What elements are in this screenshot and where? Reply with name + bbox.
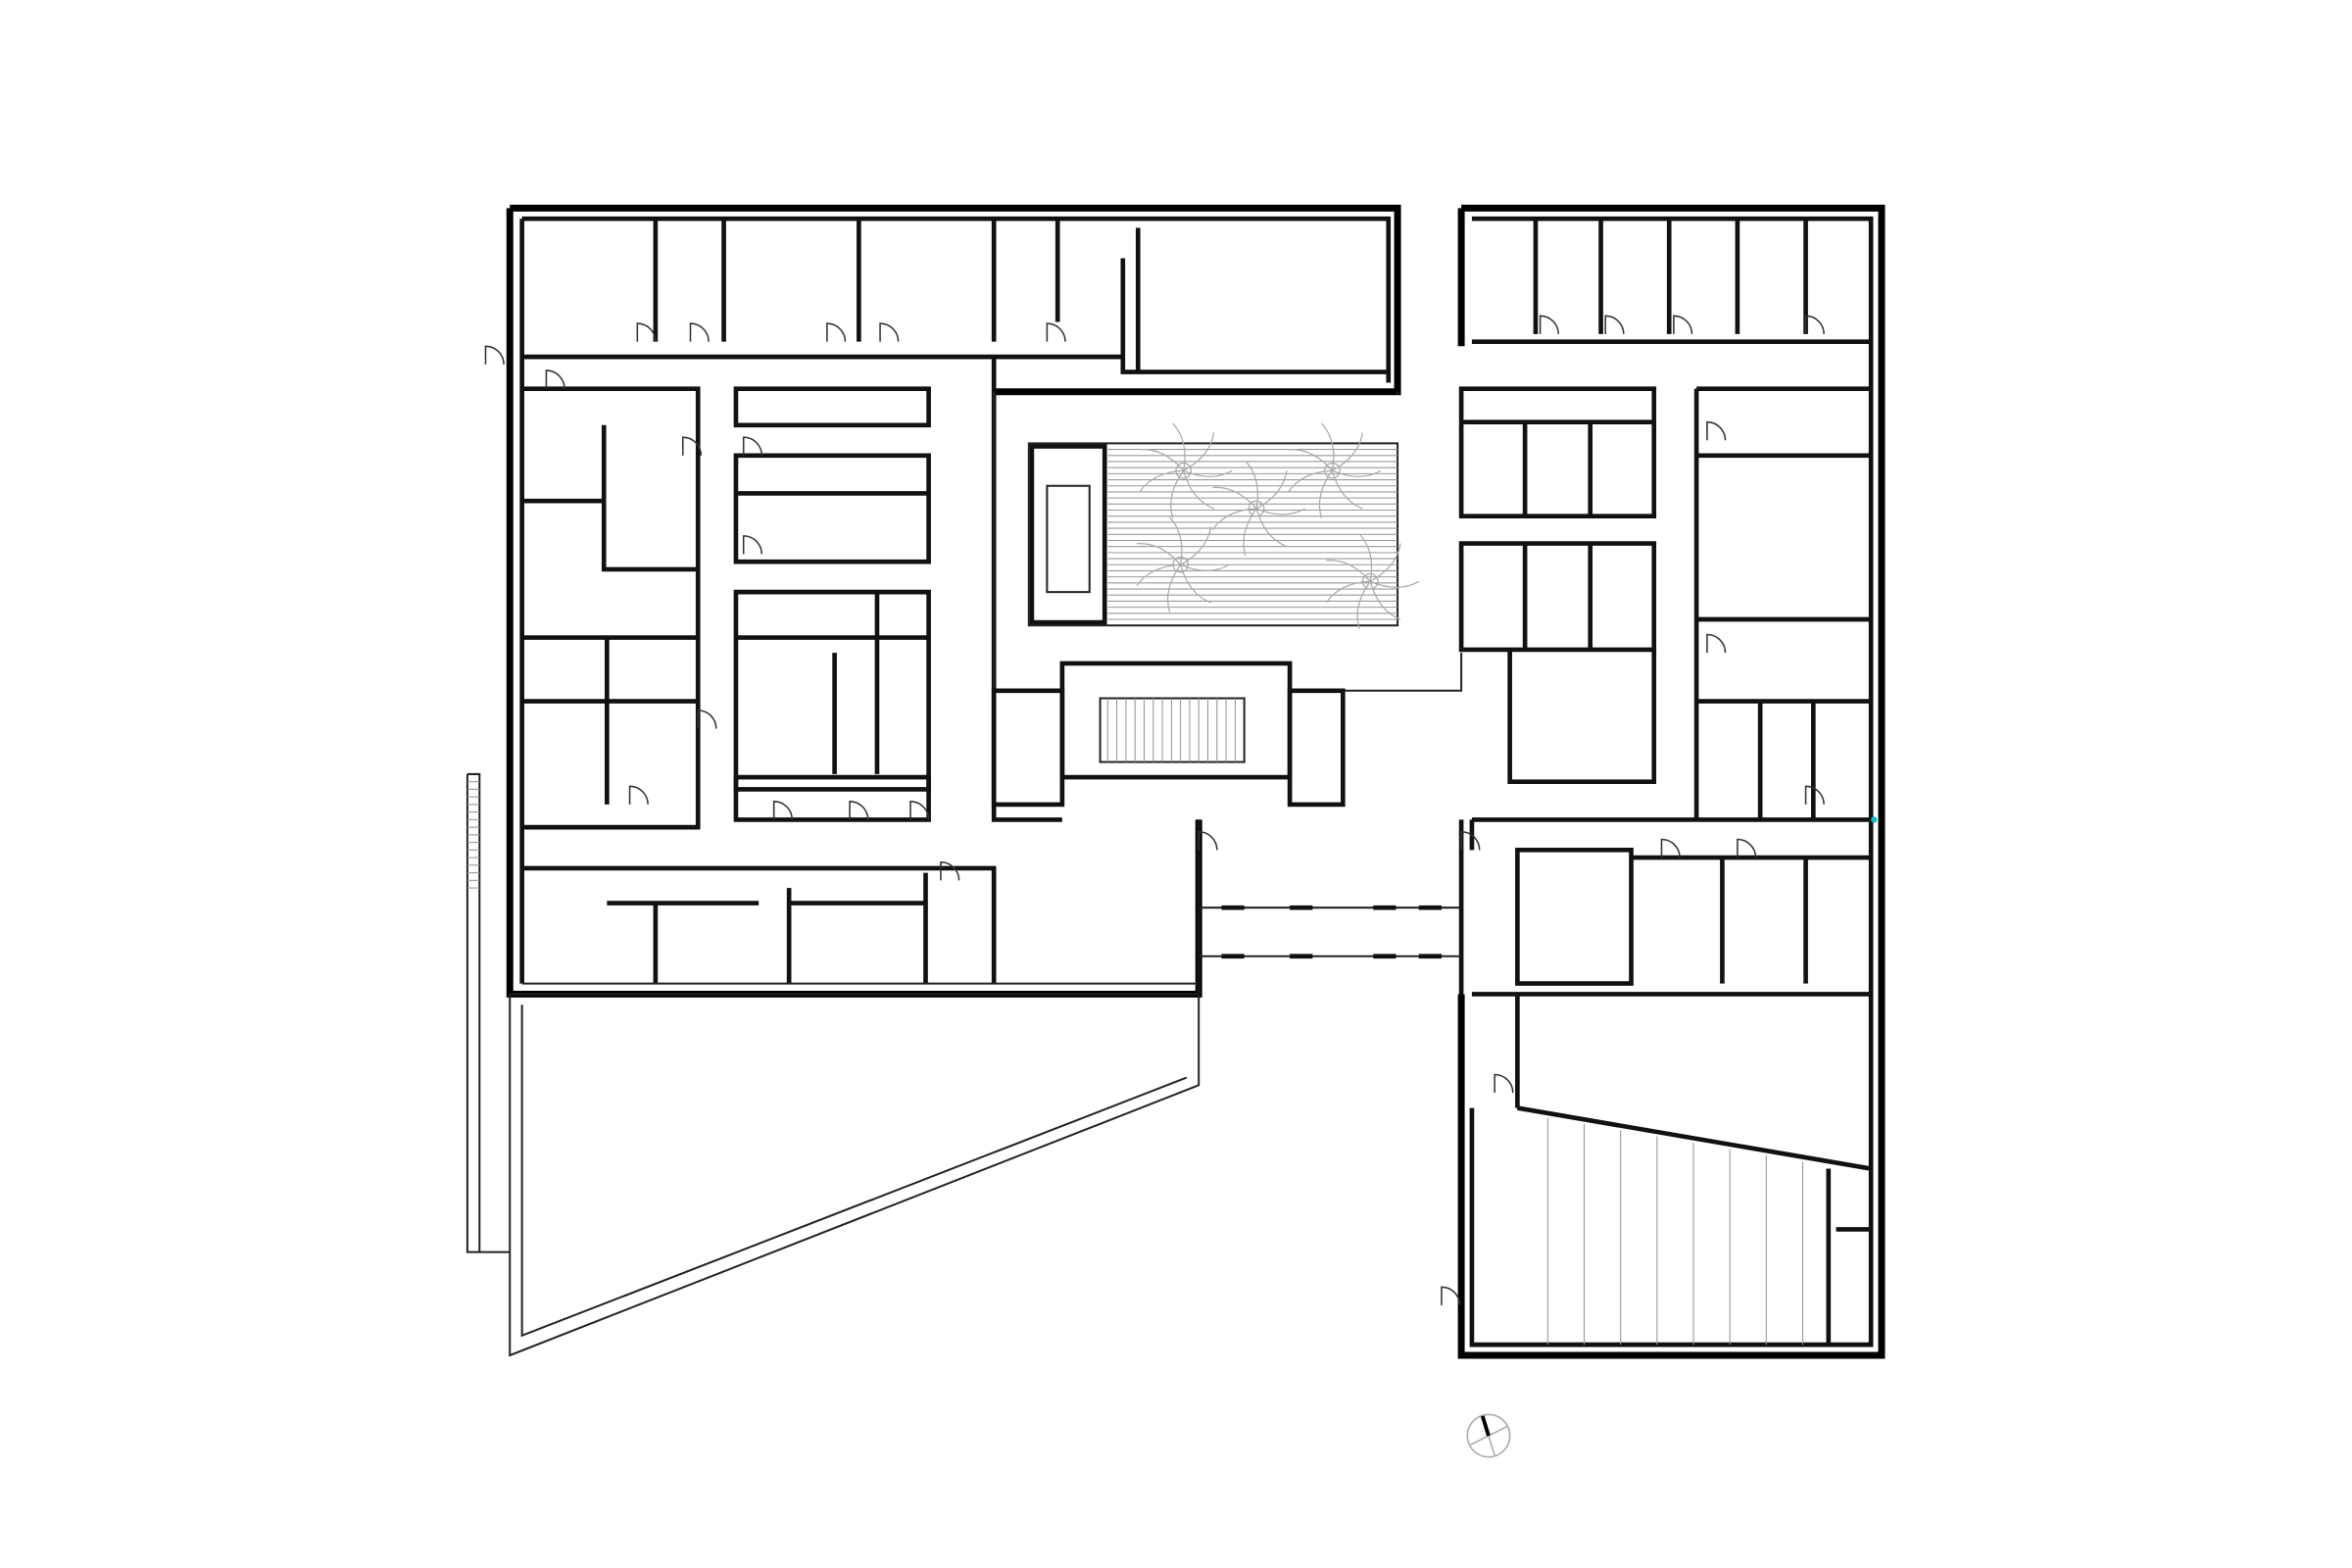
bridge (1196, 819, 1464, 995)
courtyard-boundary (993, 391, 1463, 692)
palm-tree-icon (1136, 516, 1230, 612)
door-swings (484, 315, 1825, 1305)
right-wing (1457, 204, 1886, 1359)
north-arrow-icon (1466, 1413, 1511, 1458)
stair-core (991, 661, 1346, 808)
left-wing (506, 204, 1401, 998)
palm-tree-icon (1288, 422, 1382, 518)
tree-icons (1136, 422, 1420, 629)
palm-tree-icon (1211, 461, 1305, 557)
palm-tree-icon (1139, 422, 1233, 518)
courtyard-deck (1027, 422, 1420, 629)
ramp-terrace (466, 772, 1200, 1357)
palm-tree-icon (1326, 533, 1420, 629)
